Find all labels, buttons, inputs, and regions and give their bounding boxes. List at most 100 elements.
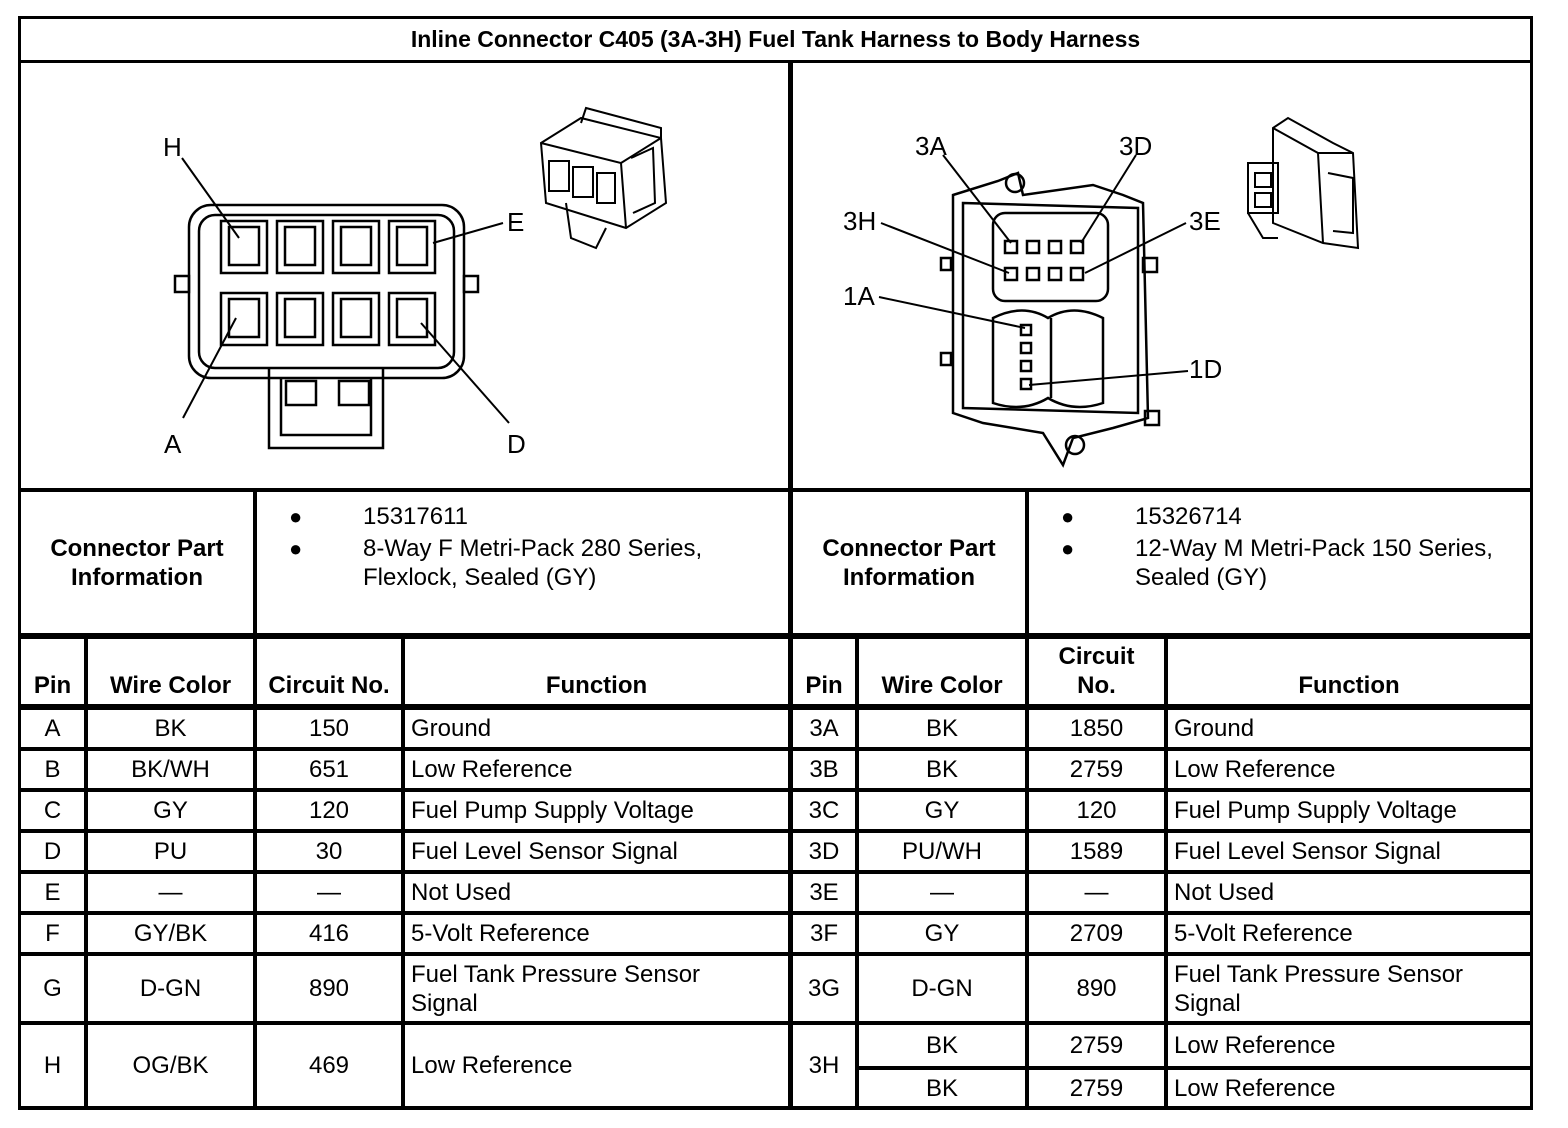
- pin-cell: G: [43, 975, 62, 1002]
- row-divider: [18, 747, 1533, 751]
- circuit-cell: 890: [308, 975, 350, 1002]
- function-cell: Ground: [1174, 715, 1255, 742]
- circuit-cell: 651: [308, 756, 350, 783]
- part-number: ●15326714: [1061, 503, 1242, 530]
- page-title: Inline Connector C405 (3A-3H) Fuel Tank …: [410, 26, 1141, 52]
- row-divider: [18, 952, 1533, 956]
- function-cell: Low Reference: [1174, 1032, 1336, 1059]
- pin-cell: C: [43, 797, 62, 824]
- wire-color-cell: OG/BK: [132, 1052, 209, 1079]
- circuit-cell: 150: [308, 715, 350, 742]
- callout-E: E: [507, 207, 524, 237]
- title-divider: [18, 60, 1533, 63]
- bullet-icon: ●: [289, 504, 303, 529]
- function-cell: Ground: [411, 715, 492, 742]
- frame-top: [18, 16, 1533, 19]
- center-divider: [788, 60, 793, 1110]
- connector-part-info-left: ●15317611 ●8-Way F Metri-Pack 280 Series…: [287, 502, 782, 592]
- circuit-cell: 2709: [1069, 920, 1124, 947]
- bullet-icon: ●: [289, 536, 303, 561]
- callout-3A: 3A: [915, 131, 947, 161]
- frame-right: [1530, 16, 1533, 1110]
- function-cell: Fuel Tank Pressure Sensor Signal: [1174, 960, 1464, 1017]
- pin-cell: 3E: [809, 879, 839, 906]
- row-divider: [18, 911, 1533, 915]
- circuit-cell: 120: [1076, 797, 1117, 824]
- function-cell: Fuel Pump Supply Voltage: [411, 797, 694, 824]
- connector-12way-diagram: 3A 3D 3H 3E 1A 1D: [843, 116, 1360, 468]
- circuit-cell: 469: [308, 1052, 350, 1079]
- bullet-icon: ●: [1061, 536, 1075, 561]
- row-divider: [18, 1021, 1533, 1025]
- callout-3D: 3D: [1119, 131, 1152, 161]
- circuit-cell: 1589: [1069, 838, 1124, 865]
- wire-color-cell: GY: [924, 797, 960, 824]
- wire-color-cell: —: [158, 879, 183, 906]
- connector-part-info-label-right: Connector Part Information: [822, 534, 996, 591]
- pin-cell: D: [43, 838, 62, 865]
- pin-cell: 3F: [809, 920, 838, 947]
- pin-cell: A: [44, 715, 61, 742]
- circuit-cell: 2759: [1069, 756, 1124, 783]
- pin-cell: 3H: [808, 1052, 840, 1079]
- callout-3H: 3H: [843, 206, 876, 236]
- callout-D: D: [507, 429, 526, 459]
- connector-part-info-label-left: Connector Part Information: [50, 534, 224, 591]
- connector-8way-diagram: H E A D: [163, 106, 668, 459]
- function-cell: Low Reference: [411, 1052, 573, 1079]
- header-wire-color: Wire Color: [881, 672, 1003, 699]
- row-divider: [18, 788, 1533, 792]
- wire-color-cell: BK: [925, 1032, 958, 1059]
- info-label-divider-right: [1025, 490, 1029, 638]
- header-function: Function: [545, 672, 648, 699]
- frame-bottom: [18, 1106, 1533, 1110]
- row-divider: [18, 829, 1533, 833]
- pin-cell: 3B: [809, 756, 839, 783]
- header-circuit: Circuit No.: [1058, 643, 1135, 699]
- function-cell: 5-Volt Reference: [1174, 920, 1353, 947]
- col-divider: [84, 636, 88, 1110]
- function-cell: 5-Volt Reference: [411, 920, 590, 947]
- pin-cell: E: [44, 879, 61, 906]
- wire-color-cell: PU/WH: [902, 838, 982, 865]
- circuit-cell: 30: [315, 838, 343, 865]
- circuit-cell: 120: [308, 797, 350, 824]
- wire-color-cell: BK: [925, 1074, 958, 1102]
- wire-color-cell: BK: [154, 715, 187, 742]
- function-cell: Fuel Level Sensor Signal: [411, 838, 678, 865]
- function-cell: Low Reference: [411, 756, 573, 783]
- header-pin: Pin: [33, 672, 72, 699]
- image-divider: [18, 488, 1533, 492]
- header-pin: Pin: [805, 672, 843, 699]
- wire-color-cell: BK: [925, 756, 958, 783]
- circuit-cell: —: [1084, 879, 1109, 906]
- part-number: ●15317611: [289, 503, 468, 530]
- header-wire-color: Wire Color: [109, 672, 232, 699]
- col-divider: [401, 636, 405, 1110]
- info-label-divider-left: [253, 490, 257, 1110]
- callout-H: H: [163, 132, 182, 162]
- pin-cell: B: [44, 756, 61, 783]
- row-divider: [857, 1066, 1533, 1070]
- connector-description: ●12-Way M Metri-Pack 150 Series, Sealed …: [1061, 535, 1493, 591]
- circuit-cell: 2759: [1069, 1032, 1124, 1059]
- wire-color-cell: BK: [925, 715, 958, 742]
- bullet-icon: ●: [1061, 504, 1075, 529]
- circuit-cell: 890: [1076, 975, 1117, 1002]
- callout-1D: 1D: [1189, 354, 1222, 384]
- wire-color-cell: GY: [153, 797, 188, 824]
- circuit-cell: 2759: [1069, 1074, 1124, 1102]
- circuit-cell: 1850: [1069, 715, 1124, 742]
- wire-color-cell: BK/WH: [131, 756, 210, 783]
- info-divider: [18, 633, 1533, 639]
- wire-color-cell: D-GN: [139, 975, 202, 1002]
- callout-A: A: [164, 429, 182, 459]
- wire-color-cell: D-GN: [911, 975, 973, 1002]
- function-cell: Fuel Tank Pressure Sensor Signal: [411, 960, 701, 1017]
- pin-cell: H: [43, 1052, 62, 1079]
- function-cell: Fuel Pump Supply Voltage: [1174, 797, 1457, 824]
- header-divider: [18, 704, 1533, 710]
- header-function: Function: [1298, 672, 1400, 699]
- function-cell: Low Reference: [1174, 1074, 1336, 1102]
- col-divider: [855, 636, 859, 1110]
